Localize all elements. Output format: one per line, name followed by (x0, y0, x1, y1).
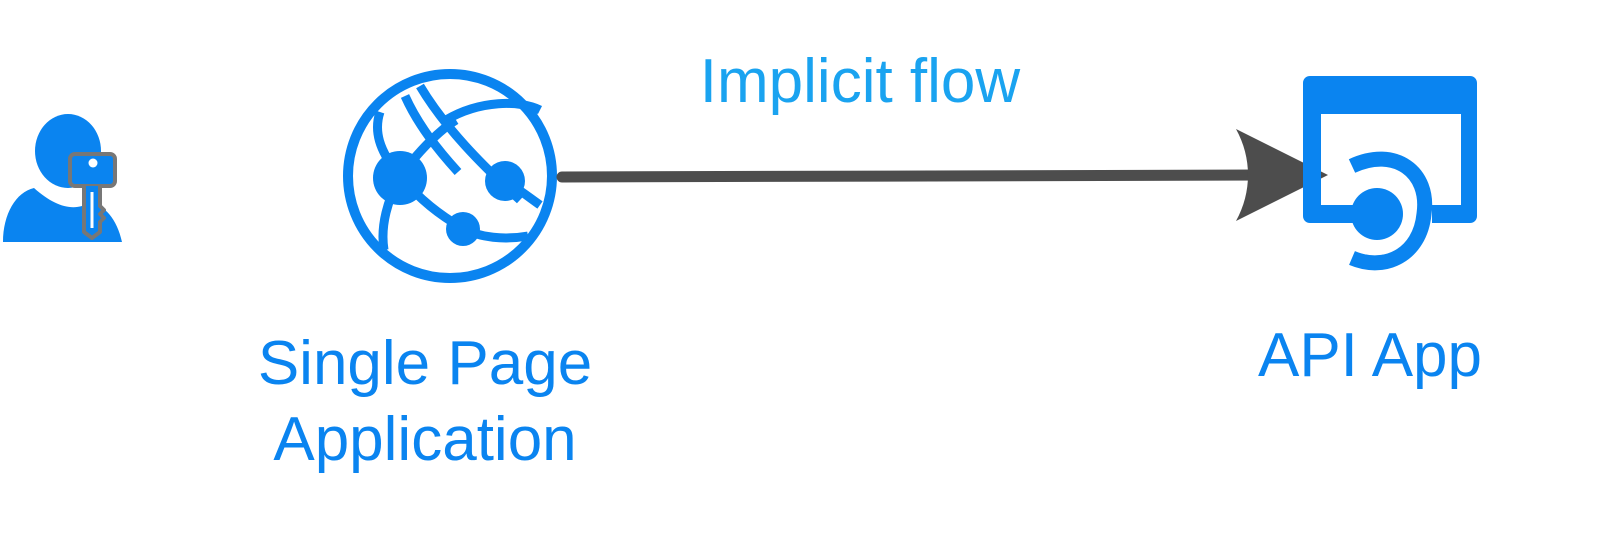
spa-label-line1: Single Page (257, 329, 593, 398)
web-app-globe-icon (343, 69, 557, 283)
flow-label: Implicit flow (699, 47, 1021, 116)
implicit-flow-arrow (556, 129, 1328, 221)
user-key-icon (3, 114, 122, 242)
spa-label: Single Page Application (220, 326, 630, 477)
api-label: API App (1257, 321, 1483, 390)
api-app-icon (1303, 76, 1477, 271)
spa-label-line2: Application (273, 404, 577, 474)
